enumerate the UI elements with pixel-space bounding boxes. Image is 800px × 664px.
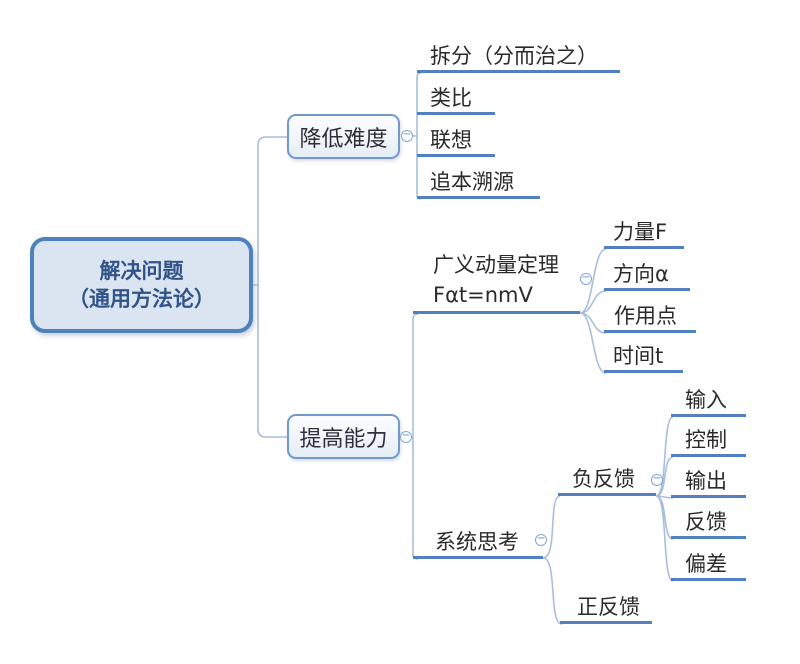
topic-time-t[interactable]: 时间t [604, 343, 683, 373]
topic-application-point[interactable]: 作用点 [604, 303, 696, 333]
topic-momentum-theorem-line1: 广义动量定理 [433, 253, 559, 277]
topic-trace-to-source[interactable]: 追本溯源 [417, 169, 540, 199]
topic-association[interactable]: 联想 [417, 127, 495, 157]
topic-systems-thinking[interactable]: 系统思考 [413, 529, 543, 559]
collapse-toggle-momentum-icon[interactable]: − [580, 272, 592, 285]
connector-systems-fan [542, 495, 563, 625]
root-topic[interactable]: 解决问题 （通用方法论） [30, 237, 253, 333]
collapse-toggle-systems-icon[interactable]: − [535, 533, 547, 546]
branch-improve-ability[interactable]: 提高能力 [287, 414, 400, 459]
topic-force-f[interactable]: 力量F [604, 219, 684, 249]
topic-feedback[interactable]: 反馈 [671, 509, 746, 539]
collapse-toggle-improve-icon[interactable]: − [400, 430, 412, 443]
topic-negative-feedback[interactable]: 负反馈 [558, 466, 656, 496]
root-topic-line2: （通用方法论） [68, 287, 215, 311]
connector-root [250, 136, 287, 438]
topic-input[interactable]: 输入 [671, 387, 746, 417]
collapse-toggle-reduce-icon[interactable]: − [401, 129, 413, 142]
connector-momentum-fan [579, 248, 607, 374]
topic-momentum-theorem-line2: Fαt=nmV [433, 283, 533, 307]
topic-output[interactable]: 输出 [671, 468, 746, 498]
topic-deviation[interactable]: 偏差 [671, 551, 746, 581]
topic-divide-and-conquer[interactable]: 拆分（分而治之） [417, 43, 620, 73]
topic-momentum-theorem[interactable]: 广义动量定理 Fαt=nmV [413, 250, 580, 314]
topic-direction-alpha[interactable]: 方向α [604, 261, 690, 291]
root-topic-line1: 解决问题 [99, 259, 184, 283]
connector-negative-fan [655, 416, 674, 582]
topic-control[interactable]: 控制 [671, 427, 746, 457]
branch-reduce-difficulty[interactable]: 降低难度 [287, 114, 400, 159]
branch-reduce-label: 降低难度 [299, 126, 388, 152]
collapse-toggle-negative-icon[interactable]: − [651, 473, 663, 486]
branch-improve-label: 提高能力 [299, 426, 388, 452]
topic-positive-feedback[interactable]: 正反馈 [560, 594, 652, 624]
topic-analogy[interactable]: 类比 [417, 85, 495, 115]
